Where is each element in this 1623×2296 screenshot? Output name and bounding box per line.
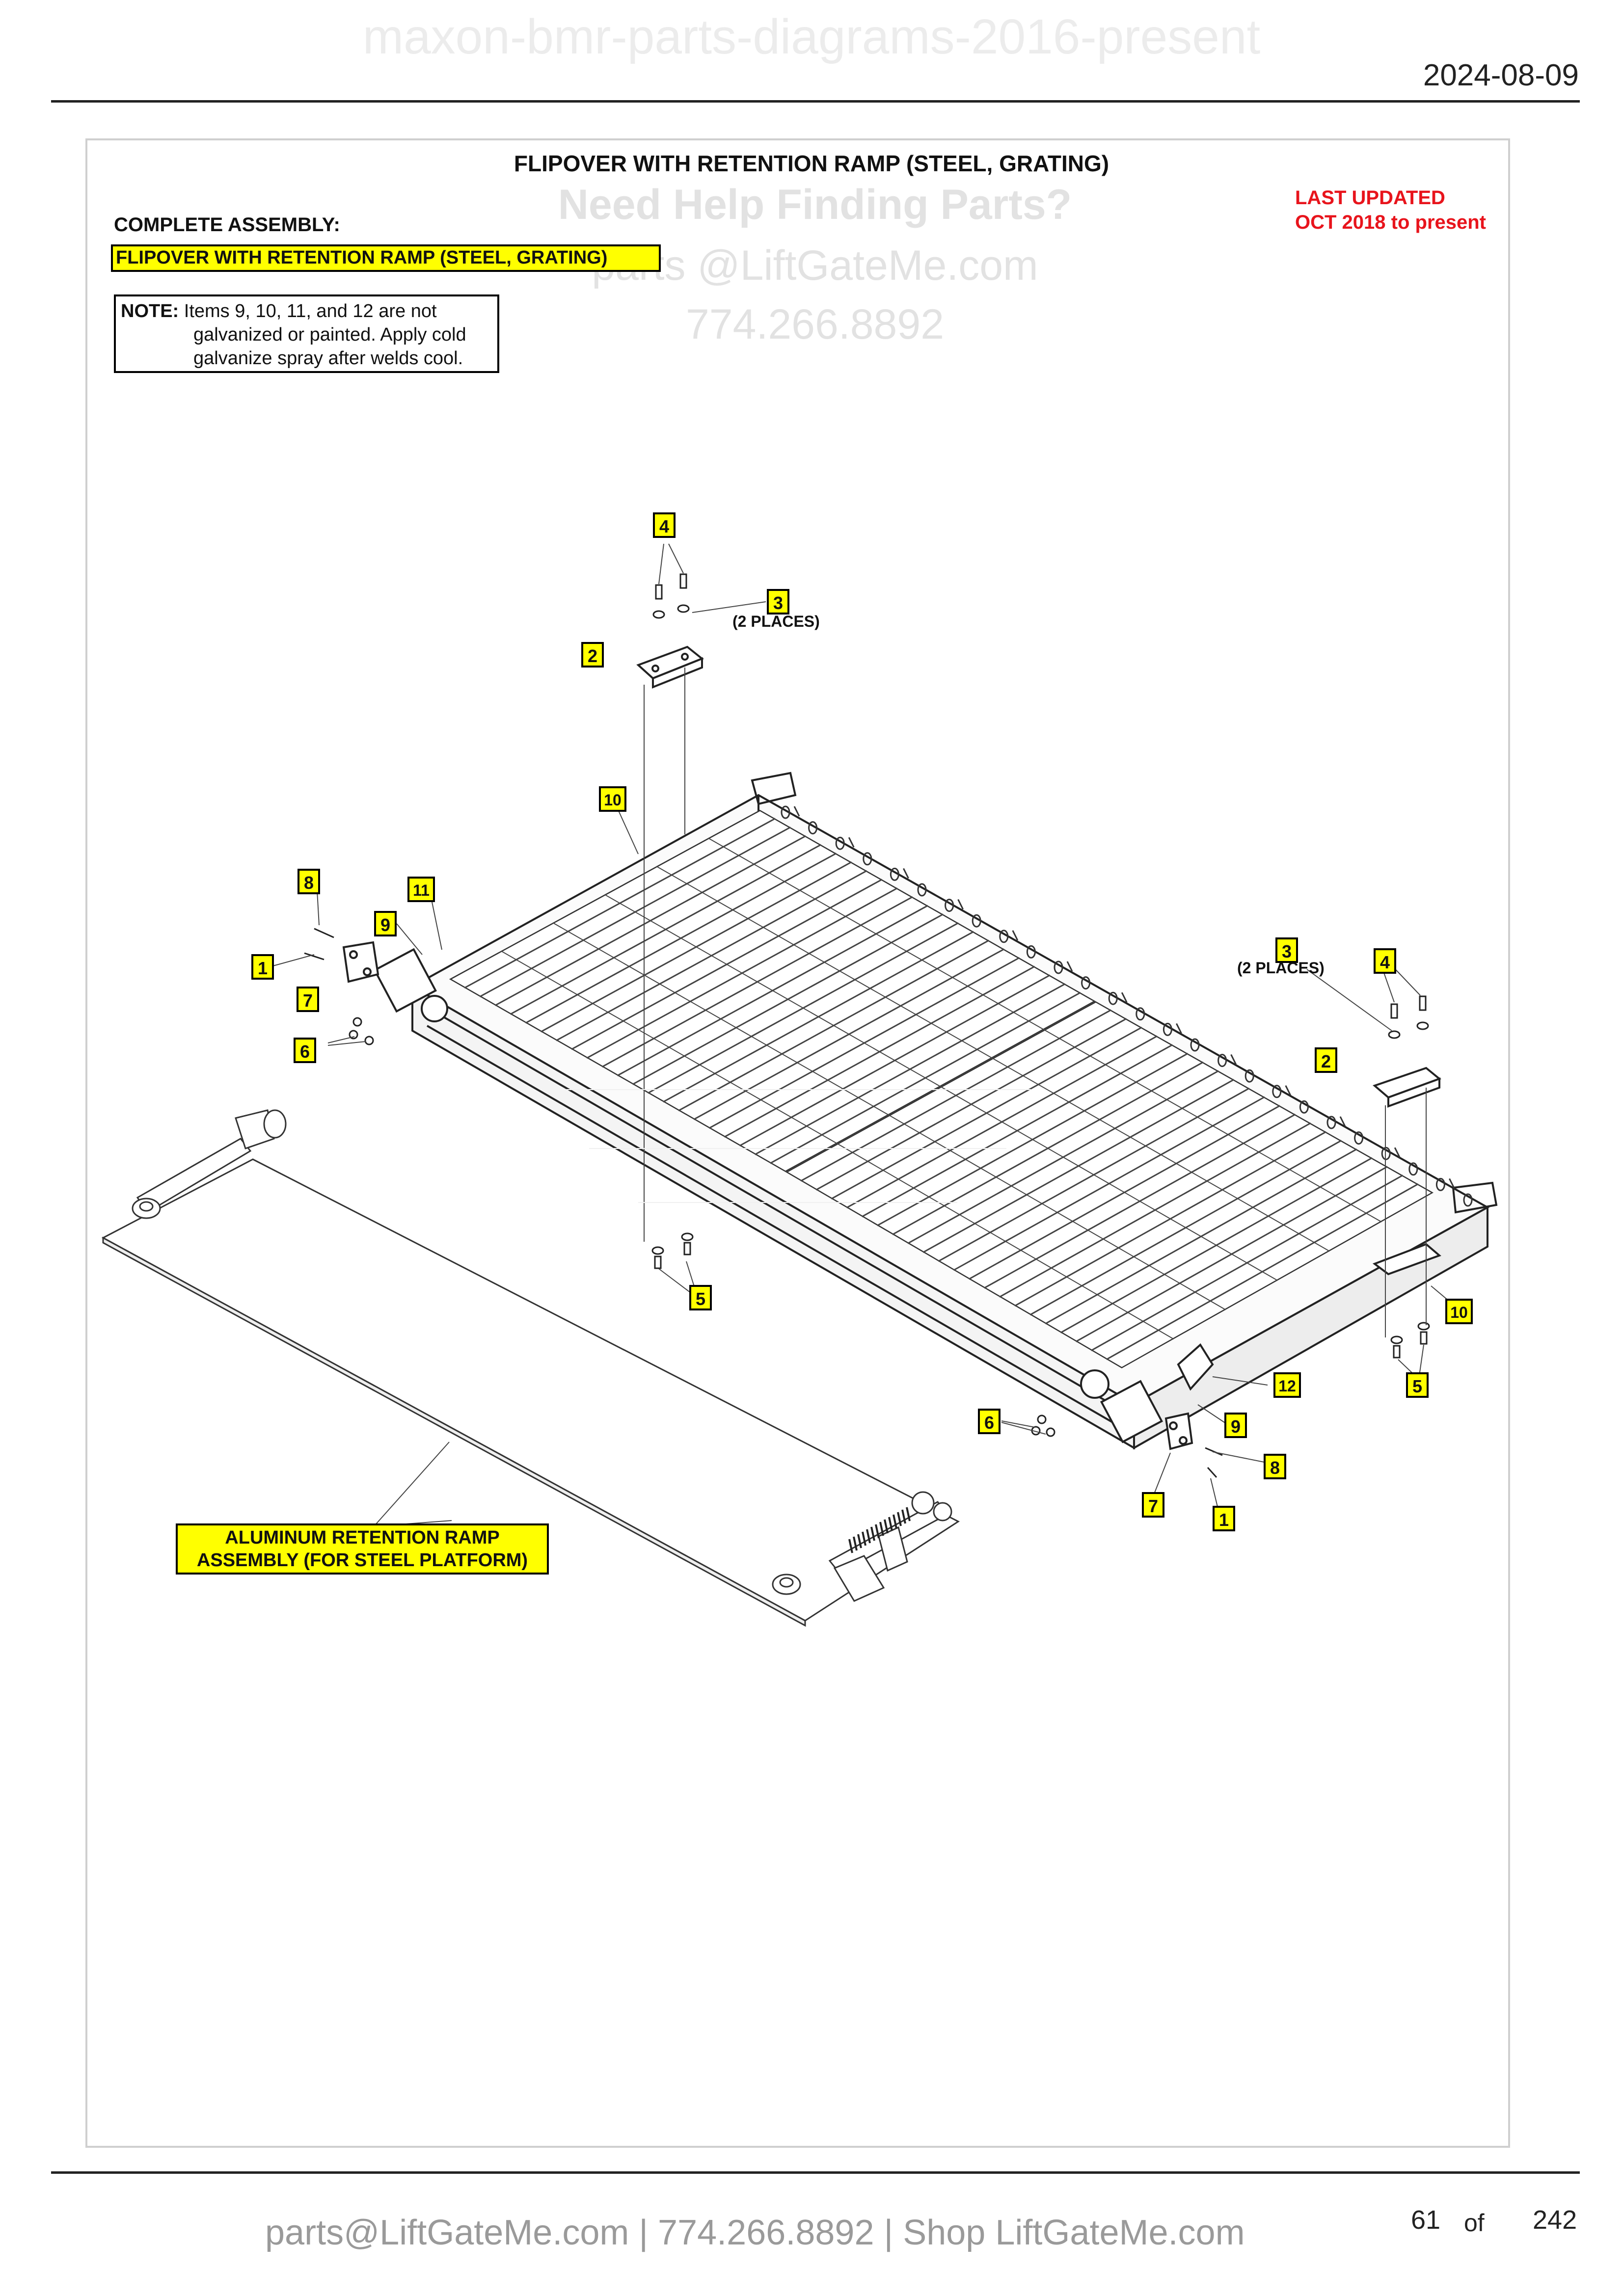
top-watermark: maxon-bmr-parts-diagrams-2016-present [362,9,1261,64]
callout-7-right: 7 [1142,1492,1164,1518]
callout-3-top-note: (2 PLACES) [732,613,820,630]
aluminum-retention-ramp [101,1109,960,1627]
note-label: NOTE: [121,301,179,321]
email-watermark: parts @LiftGateMe.com [592,242,1038,289]
note-line-1: Items 9, 10, 11, and 12 are not [184,301,437,321]
callout-9-right: 9 [1224,1413,1247,1438]
page-of: of [1464,2209,1485,2237]
hinge-plate-left [342,941,1193,1450]
ramp-latch-spring [848,1507,911,1553]
page-number: 61 [1411,2205,1441,2235]
ramp-assembly-label: ALUMINUM RETENTION RAMP ASSEMBLY (FOR ST… [176,1523,549,1575]
callout-10-top: 10 [599,786,626,812]
phone-watermark: 774.266.8892 [685,301,945,348]
print-date: 2024-08-09 [1423,58,1579,92]
callout-8-left: 8 [298,869,320,894]
header-rule [51,100,1580,103]
last-updated-line-2: OCT 2018 to present [1295,212,1487,233]
callout-5-right: 5 [1406,1372,1429,1398]
center-watermark-lines [565,1089,1031,1203]
callout-10-right: 10 [1445,1299,1473,1324]
mounting-blocks [636,645,1441,1276]
callout-2-right: 2 [1315,1047,1337,1073]
note-box: NOTE: Items 9, 10, 11, and 12 are not ga… [114,294,499,373]
callout-1-left: 1 [251,954,274,980]
callout-8-right: 8 [1264,1454,1286,1479]
callout-3-right: 3 [1275,937,1298,963]
callout-6-left: 6 [294,1038,316,1063]
note-line-3: galvanize spray after welds cool. [193,348,463,369]
footer-contact: parts@LiftGateMe.com | 774.266.8892 | Sh… [265,2213,1245,2252]
callout-4-top: 4 [653,512,676,538]
callout-12: 12 [1273,1372,1301,1398]
drawing-title: FLIPOVER WITH RETENTION RAMP (STEEL, GRA… [514,151,1109,176]
footer-rule [51,2171,1580,2174]
callout-1-right: 1 [1213,1506,1235,1531]
hinge-tubes [373,948,1214,1443]
callout-6-right: 6 [978,1409,1001,1434]
last-updated: LAST UPDATED OCT 2018 to present [1295,186,1486,235]
frame-slots [781,805,1473,1207]
help-watermark: Need Help Finding Parts? [558,181,1072,228]
assembly-name-highlight: FLIPOVER WITH RETENTION RAMP (STEEL, GRA… [111,244,661,272]
note-line-2: galvanized or painted. Apply cold [193,324,466,345]
drawing-frame [85,138,1510,2148]
callout-5-left: 5 [689,1285,712,1310]
callout-2-top: 2 [581,642,604,667]
callout-7-left: 7 [297,987,319,1012]
bolts-and-washers [304,573,1430,1478]
callout-4-right: 4 [1374,948,1396,974]
grating-bars [464,818,1419,1361]
page-total: 242 [1533,2205,1577,2235]
complete-assembly-label: COMPLETE ASSEMBLY: [114,214,340,236]
callout-3-right-note: (2 PLACES) [1237,959,1325,977]
callout-9-left: 9 [374,911,397,936]
last-updated-line-1: LAST UPDATED [1295,187,1445,209]
callout-3-top: 3 [767,589,789,614]
ramp-label-line-1: ALUMINUM RETENTION RAMP [225,1527,500,1548]
callout-11: 11 [407,877,435,902]
ramp-label-line-2: ASSEMBLY (FOR STEEL PLATFORM) [196,1550,528,1571]
